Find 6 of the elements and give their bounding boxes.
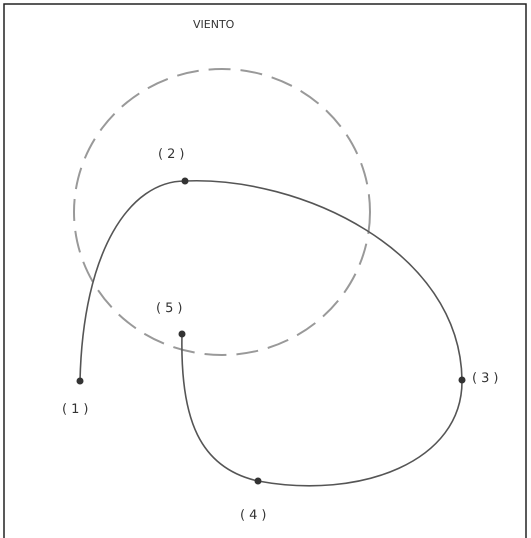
- wind-label: VIENTO: [193, 18, 234, 31]
- point-label: (2): [158, 147, 188, 162]
- point-label: (5): [156, 301, 186, 316]
- point-label: (1): [62, 402, 92, 417]
- point-label: (4): [240, 508, 270, 523]
- point-label: (3): [472, 371, 502, 386]
